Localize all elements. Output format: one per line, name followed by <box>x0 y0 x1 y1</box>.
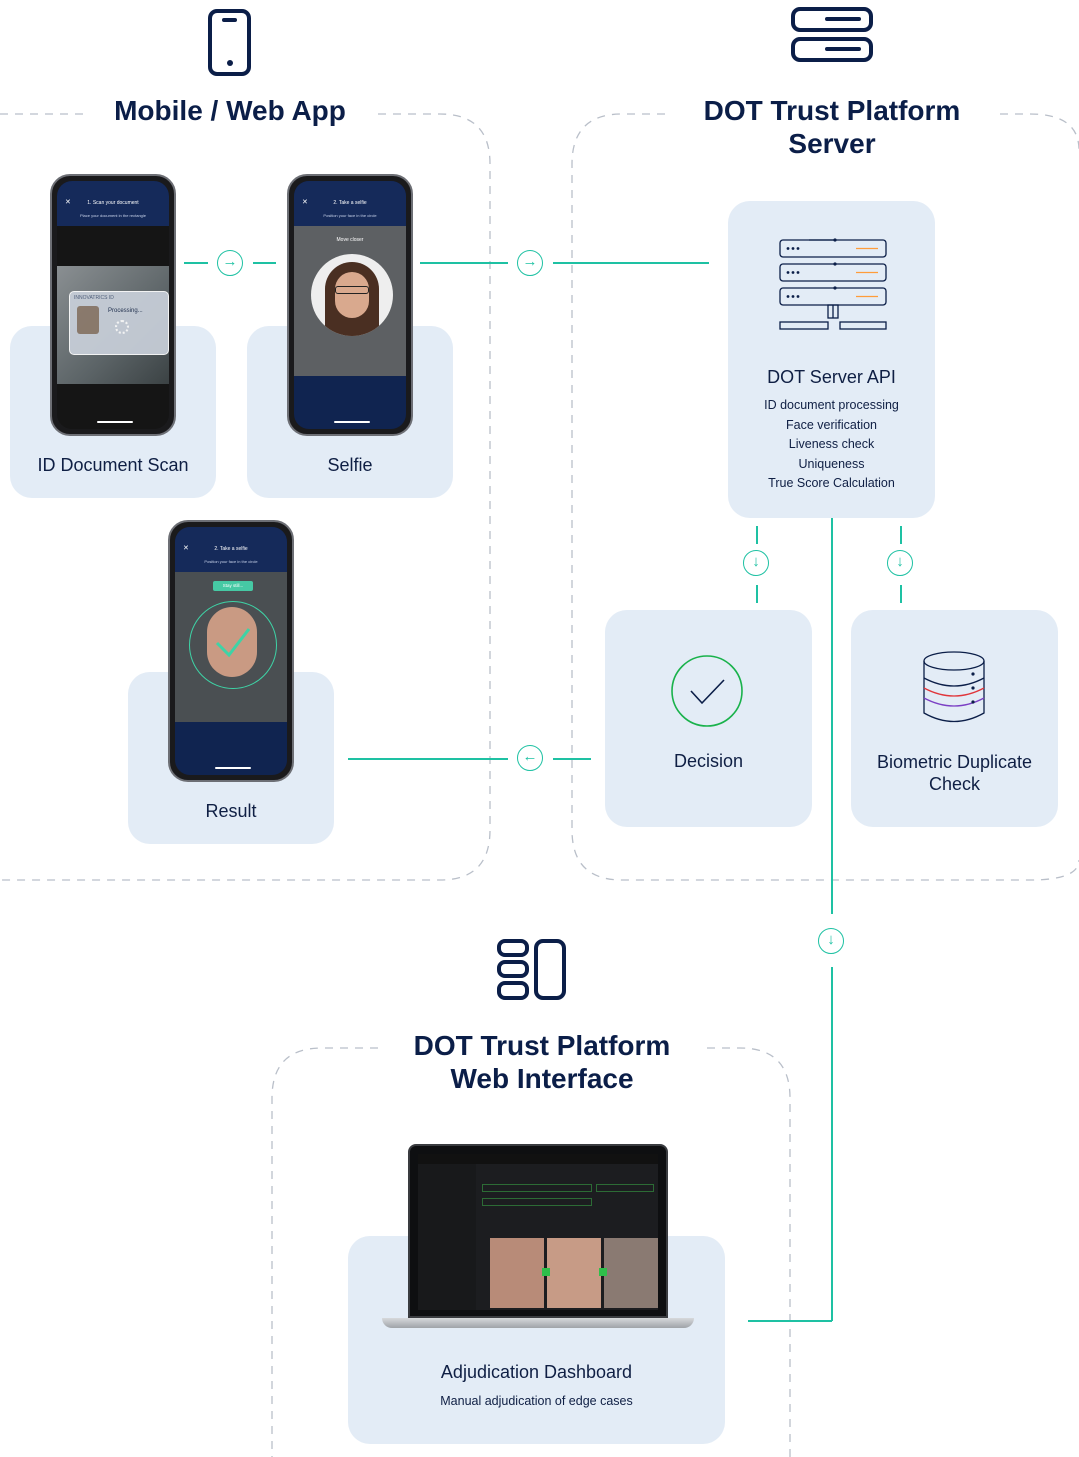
mobile-web-app-title: Mobile / Web App <box>88 94 372 127</box>
face-thumbnail <box>547 1238 601 1308</box>
connector <box>831 967 833 1321</box>
selfie-label: Selfie <box>327 455 373 475</box>
feature-true-score-calculation: True Score Calculation <box>768 476 895 490</box>
phone-result-title: 2. Take a selfie <box>214 546 248 552</box>
close-icon: ✕ <box>302 199 308 206</box>
dashboard-title: Adjudication Dashboard <box>440 1362 633 1382</box>
dashboard-subtitle: Manual adjudication of edge cases <box>440 1394 633 1408</box>
feature-uniqueness: Uniqueness <box>798 456 865 471</box>
connector <box>748 1320 832 1322</box>
face-circle <box>311 254 393 336</box>
close-icon: ✕ <box>65 199 71 206</box>
phone-scan-hint: Place your document in the rectangle <box>79 213 147 218</box>
connector <box>553 758 591 760</box>
phone-document-scan: ✕ 1. Scan your document Place your docum… <box>50 174 176 436</box>
stay-still-badge: Stay still... <box>213 581 253 591</box>
checkmark-icon <box>215 628 251 658</box>
arrow-right-icon: → <box>517 250 543 276</box>
phone-result: ✕ 2. Take a selfie Position your face in… <box>168 520 294 782</box>
feature-face-verification: Face verification <box>785 417 877 432</box>
web-interface-title-line1: DOT Trust Platform <box>413 1030 671 1061</box>
connector <box>900 526 902 544</box>
dashboard-layout-icon <box>497 939 566 1000</box>
laptop-screen <box>408 1144 668 1318</box>
phone-selfie-hint: Position your face in the circle <box>323 213 377 218</box>
face-thumbnail <box>604 1238 658 1308</box>
server-api-title: DOT Server API <box>767 367 896 387</box>
server-rack-icon <box>779 238 887 330</box>
biometric-duplicate-line1: Biometric Duplicate <box>876 752 1033 772</box>
connector <box>184 262 208 264</box>
web-interface-title-line2: Web Interface <box>450 1063 634 1094</box>
close-icon: ✕ <box>183 545 189 552</box>
checkmark-circle-icon <box>671 655 743 727</box>
phone-result-hint: Position your face in the circle <box>204 559 258 564</box>
biometric-duplicate-line2: Check <box>928 774 981 794</box>
id-document-scan-label: ID Document Scan <box>37 455 189 475</box>
decision-label: Decision <box>673 751 744 771</box>
server-title-line1: DOT Trust Platform <box>703 95 961 126</box>
decision-card: Decision <box>605 610 812 827</box>
server-icon <box>791 7 873 62</box>
processing-text: Processing... <box>108 308 143 314</box>
connector <box>831 518 833 914</box>
dashboard-screenshot <box>418 1154 658 1310</box>
arrow-down-icon: ↓ <box>887 550 913 576</box>
connector <box>756 526 758 544</box>
biometric-duplicate-label: Biometric Duplicate Check <box>851 751 1058 795</box>
connector <box>553 262 709 264</box>
arrow-down-icon: ↓ <box>743 550 769 576</box>
feature-id-document-processing: ID document processing <box>764 398 899 412</box>
connector <box>253 262 276 264</box>
web-interface-title: DOT Trust Platform Web Interface <box>378 1029 706 1095</box>
server-title: DOT Trust Platform Server <box>672 94 992 160</box>
spinner-icon <box>115 320 129 334</box>
move-closer-text: Move closer <box>336 237 364 243</box>
id-card-brand: INNOVATRICS ID <box>74 295 114 301</box>
feature-liveness-check: Liveness check <box>788 437 875 451</box>
connector <box>348 758 508 760</box>
phone-scan-title: 1. Scan your document <box>87 200 139 206</box>
arrow-down-icon: ↓ <box>818 928 844 954</box>
connector <box>900 585 902 603</box>
id-card-photo <box>77 306 99 334</box>
connector <box>756 585 758 603</box>
biometric-duplicate-card: Biometric Duplicate Check <box>851 610 1058 827</box>
phone-selfie-title: 2. Take a selfie <box>333 200 367 206</box>
result-label: Result <box>205 801 257 821</box>
laptop-base <box>382 1318 694 1328</box>
smartphone-icon <box>208 9 251 76</box>
arrow-right-icon: → <box>217 250 243 276</box>
database-icon <box>923 651 985 723</box>
dot-server-api-card: DOT Server API ID document processing Fa… <box>728 201 935 518</box>
server-api-features: ID document processing Face verification… <box>728 396 935 494</box>
id-card: INNOVATRICS ID Processing... <box>69 291 169 355</box>
phone-selfie: ✕ 2. Take a selfie Position your face in… <box>287 174 413 436</box>
connector <box>420 262 508 264</box>
arrow-left-icon: ← <box>517 745 543 771</box>
face-circle <box>189 601 277 689</box>
face-thumbnail <box>490 1238 544 1308</box>
server-title-line2: Server <box>788 128 876 159</box>
